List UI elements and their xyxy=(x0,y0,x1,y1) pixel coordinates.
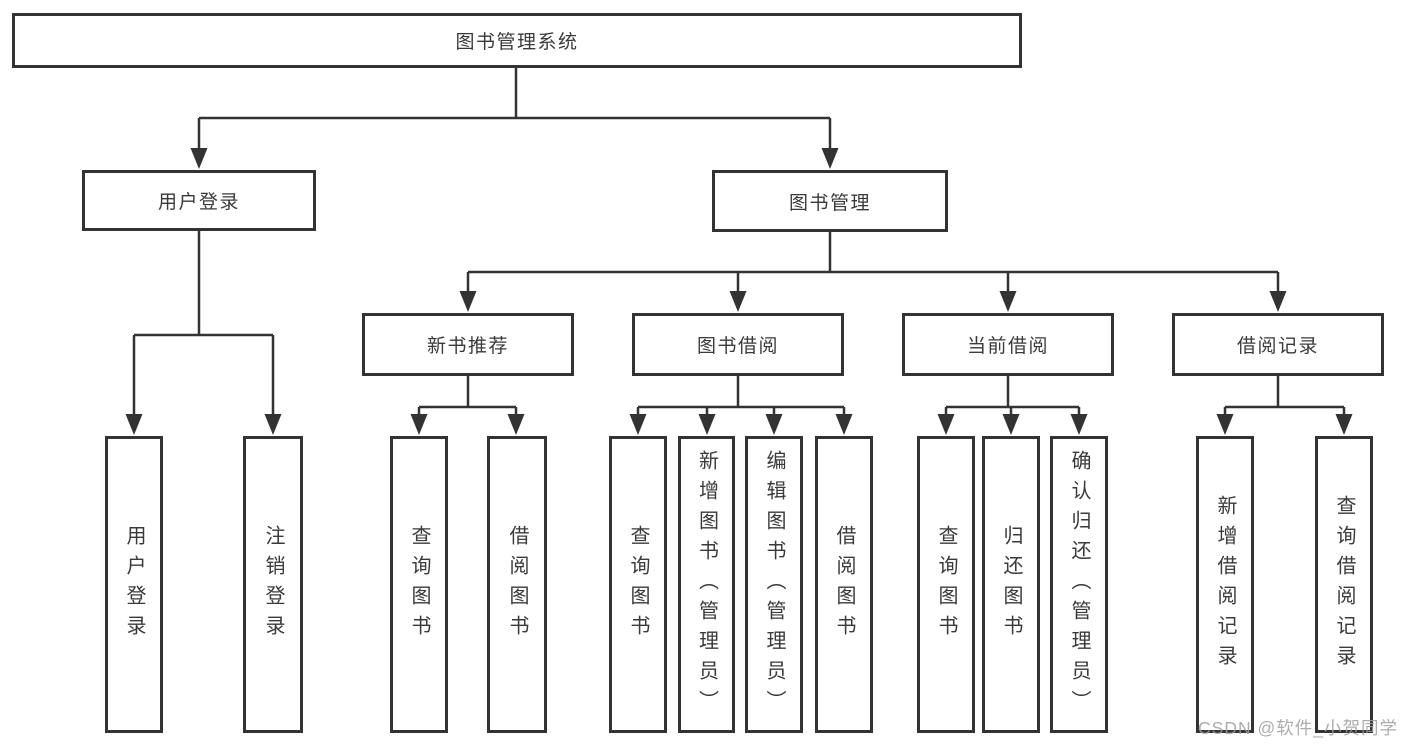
arrowhead xyxy=(835,414,853,435)
arrowhead xyxy=(459,291,477,312)
leaf-query-books-borrowing: 查询图书 xyxy=(609,436,667,733)
leaf-borrow-books: 借阅图书 xyxy=(815,436,873,733)
connector-bookmgmt-to-level3 xyxy=(466,231,1280,293)
arrowhead xyxy=(729,291,747,312)
arrowhead xyxy=(999,291,1017,312)
csdn-watermark: CSDN @软件_小贺同学 xyxy=(1198,718,1398,738)
connector-current-to-leaves xyxy=(944,376,1081,416)
node-label: 借阅记录 xyxy=(1236,336,1319,357)
arrowhead xyxy=(1216,414,1234,435)
arrowhead xyxy=(264,414,282,435)
node-label: 用户登录 xyxy=(157,192,240,213)
node-book-borrowing: 图书借阅 xyxy=(632,313,844,376)
node-label: 借阅图书 xyxy=(506,524,528,645)
node-label: 注销登录 xyxy=(262,524,284,645)
node-current-borrowing: 当前借阅 xyxy=(902,313,1114,376)
arrowhead xyxy=(765,414,783,435)
leaf-add-borrow-record: 新增借阅记录 xyxy=(1196,436,1254,733)
node-label: 查询借阅记录 xyxy=(1333,494,1355,675)
arrowhead xyxy=(937,414,955,435)
leaf-logout: 注销登录 xyxy=(243,436,303,733)
connector-userlogin-to-leaves xyxy=(132,231,275,416)
arrowhead xyxy=(1269,291,1287,312)
arrowhead xyxy=(629,414,647,435)
leaf-query-borrow-record: 查询借阅记录 xyxy=(1315,436,1373,733)
arrowhead xyxy=(507,414,525,435)
arrowhead xyxy=(1070,414,1088,435)
connector-records-to-leaves xyxy=(1223,376,1346,416)
node-label: 新增借阅记录 xyxy=(1214,494,1236,675)
node-label: 图书借阅 xyxy=(696,336,779,357)
arrowhead xyxy=(698,414,716,435)
node-label: 当前借阅 xyxy=(966,336,1049,357)
node-label: 图书管理 xyxy=(788,192,871,214)
arrowhead xyxy=(190,148,208,169)
connector-borrowing-to-leaves xyxy=(636,376,846,416)
arrowhead xyxy=(821,148,839,169)
node-label: 编辑图书（管理员） xyxy=(763,449,785,720)
leaf-return-books: 归还图书 xyxy=(982,436,1040,733)
node-label: 查询图书 xyxy=(408,524,430,645)
node-label: 查询图书 xyxy=(935,524,957,645)
arrowhead xyxy=(125,414,143,435)
leaf-query-books-recommend: 查询图书 xyxy=(390,436,448,733)
node-label: 用户登录 xyxy=(123,524,145,645)
node-borrowing-records: 借阅记录 xyxy=(1172,313,1384,376)
leaf-confirm-return-admin: 确认归还（管理员） xyxy=(1050,436,1108,733)
node-book-management: 图书管理 xyxy=(712,170,948,232)
arrowhead xyxy=(410,414,428,435)
leaf-query-books-current: 查询图书 xyxy=(917,436,975,733)
arrowhead xyxy=(1002,414,1020,435)
node-new-book-recommendation: 新书推荐 xyxy=(362,313,574,376)
node-label: 新增图书（管理员） xyxy=(695,449,718,720)
arrowhead xyxy=(1335,414,1353,435)
node-label: 图书管理系统 xyxy=(455,32,579,53)
node-library-management-system: 图书管理系统 xyxy=(12,13,1022,68)
node-label: 借阅图书 xyxy=(833,524,855,645)
leaf-borrow-books-recommend: 借阅图书 xyxy=(487,436,547,733)
connector-newbook-to-leaves xyxy=(417,376,518,416)
node-label: 归还图书 xyxy=(1000,524,1022,645)
node-label: 查询图书 xyxy=(627,524,649,645)
leaf-add-books-admin: 新增图书（管理员） xyxy=(678,436,735,733)
connector-root-to-level2 xyxy=(197,68,832,150)
node-label: 确认归还（管理员） xyxy=(1068,449,1090,720)
node-label: 新书推荐 xyxy=(426,336,509,357)
leaf-edit-books-admin: 编辑图书（管理员） xyxy=(745,436,803,733)
leaf-user-login: 用户登录 xyxy=(105,436,163,733)
node-user-login: 用户登录 xyxy=(82,170,316,231)
